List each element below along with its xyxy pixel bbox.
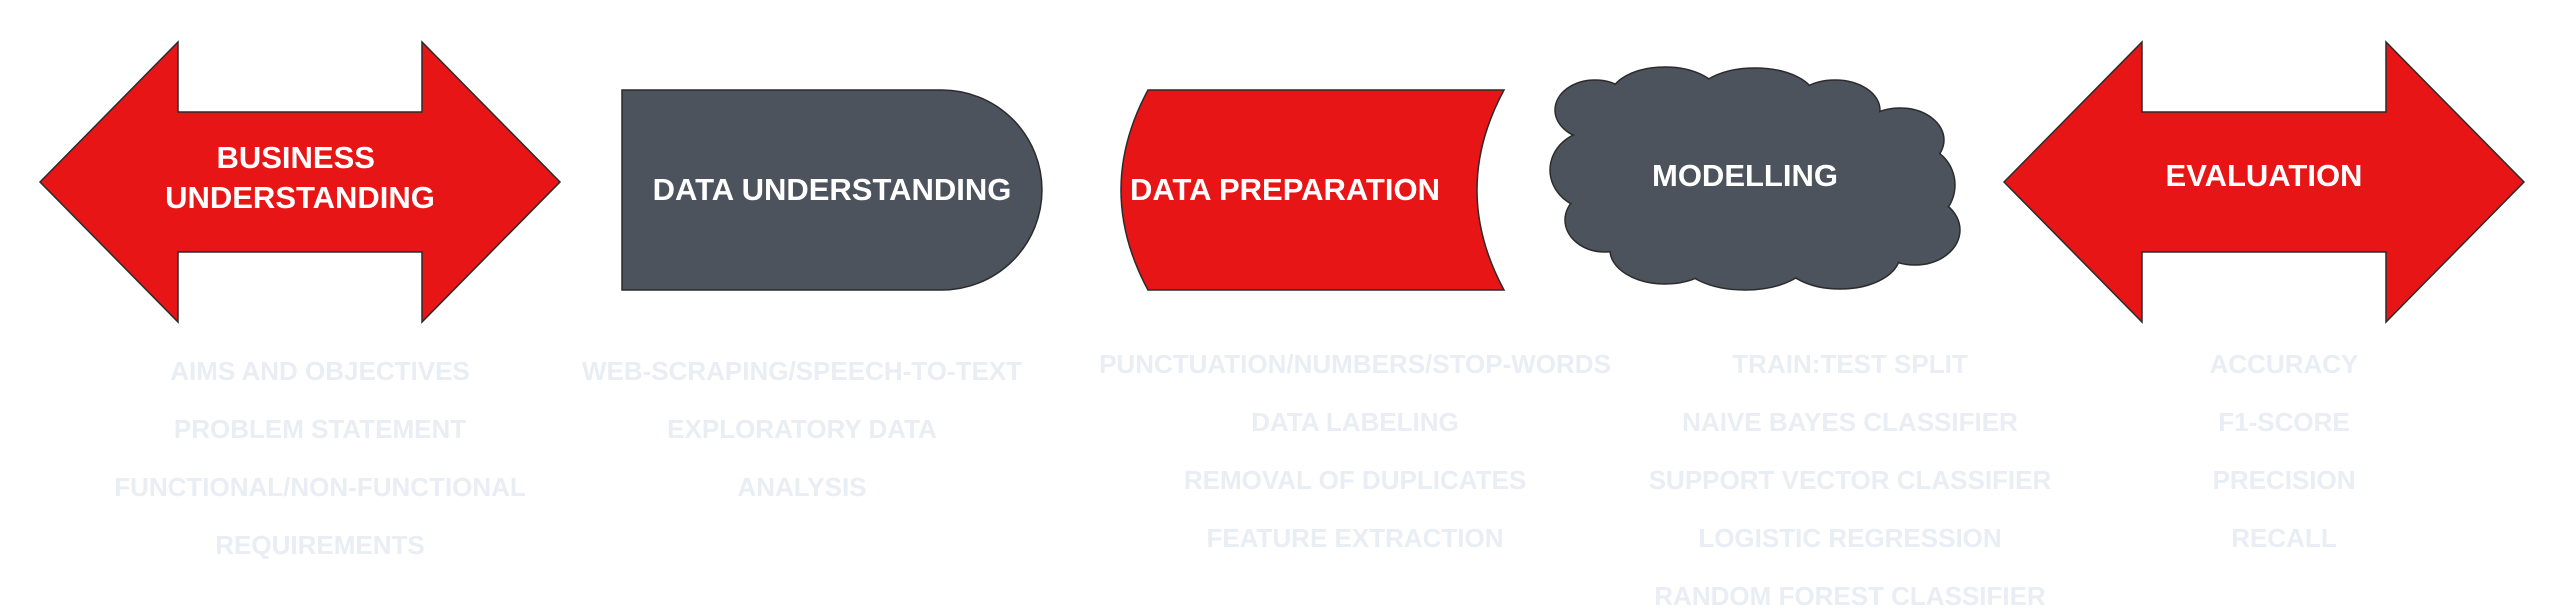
stage-business-understanding: BUSINESS UNDERSTANDING AIMS AND OBJECTIV… bbox=[38, 40, 562, 560]
stage-item: SUPPORT VECTOR CLASSIFIER bbox=[1649, 465, 2052, 495]
stage-item: REMOVAL OF DUPLICATES bbox=[1184, 465, 1526, 495]
stage-item: RECALL bbox=[2231, 523, 2337, 553]
stage-item: DATA LABELING bbox=[1251, 407, 1459, 437]
stage-title: BUSINESS UNDERSTANDING bbox=[165, 140, 435, 215]
stage-item: PROBLEM STATEMENT bbox=[174, 414, 466, 444]
stored-data-shape bbox=[1120, 89, 1506, 291]
stage-title-line: UNDERSTANDING bbox=[165, 180, 435, 215]
stage-item: EXPLORATORY DATA bbox=[667, 414, 937, 444]
delay-shape bbox=[621, 89, 1043, 291]
stage-evaluation: EVALUATION ACCURACY F1-SCORE PRECISION R… bbox=[2002, 40, 2526, 553]
double-arrow-shape bbox=[38, 40, 562, 324]
stage-item: LOGISTIC REGRESSION bbox=[1698, 523, 2001, 553]
stage-item: REQUIREMENTS bbox=[215, 530, 424, 560]
stage-title: DATA PREPARATION bbox=[1130, 172, 1440, 207]
stage-item: WEB-SCRAPING/SPEECH-TO-TEXT bbox=[582, 356, 1022, 386]
stage-item: ACCURACY bbox=[2210, 349, 2359, 379]
stage-title-line: BUSINESS bbox=[216, 140, 374, 175]
stage-item: FUNCTIONAL/NON-FUNCTIONAL bbox=[114, 472, 526, 502]
double-arrow-shape bbox=[2002, 40, 2526, 324]
stage-item: RANDOM FOREST CLASSIFIER bbox=[1654, 581, 2046, 610]
stage-data-preparation: DATA PREPARATION PUNCTUATION/NUMBERS/STO… bbox=[1099, 89, 1611, 553]
stage-item: AIMS AND OBJECTIVES bbox=[170, 356, 470, 386]
stage-item: ANALYSIS bbox=[737, 472, 866, 502]
cloud-fill bbox=[1551, 68, 1959, 289]
stage-item: F1-SCORE bbox=[2218, 407, 2349, 437]
stage-title: DATA UNDERSTANDING bbox=[653, 172, 1012, 207]
stage-item: FEATURE EXTRACTION bbox=[1206, 523, 1503, 553]
stage-item: PUNCTUATION/NUMBERS/STOP-WORDS bbox=[1099, 349, 1611, 379]
stage-data-understanding: DATA UNDERSTANDING WEB-SCRAPING/SPEECH-T… bbox=[582, 89, 1043, 502]
stage-item: PRECISION bbox=[2212, 465, 2355, 495]
stage-item: NAIVE BAYES CLASSIFIER bbox=[1682, 407, 2018, 437]
stage-title: EVALUATION bbox=[2166, 158, 2363, 193]
stage-title: MODELLING bbox=[1652, 158, 1838, 193]
stage-modelling: MODELLING TRAIN:TEST SPLIT NAIVE BAYES C… bbox=[1549, 66, 2052, 610]
stage-item: TRAIN:TEST SPLIT bbox=[1732, 349, 1968, 379]
